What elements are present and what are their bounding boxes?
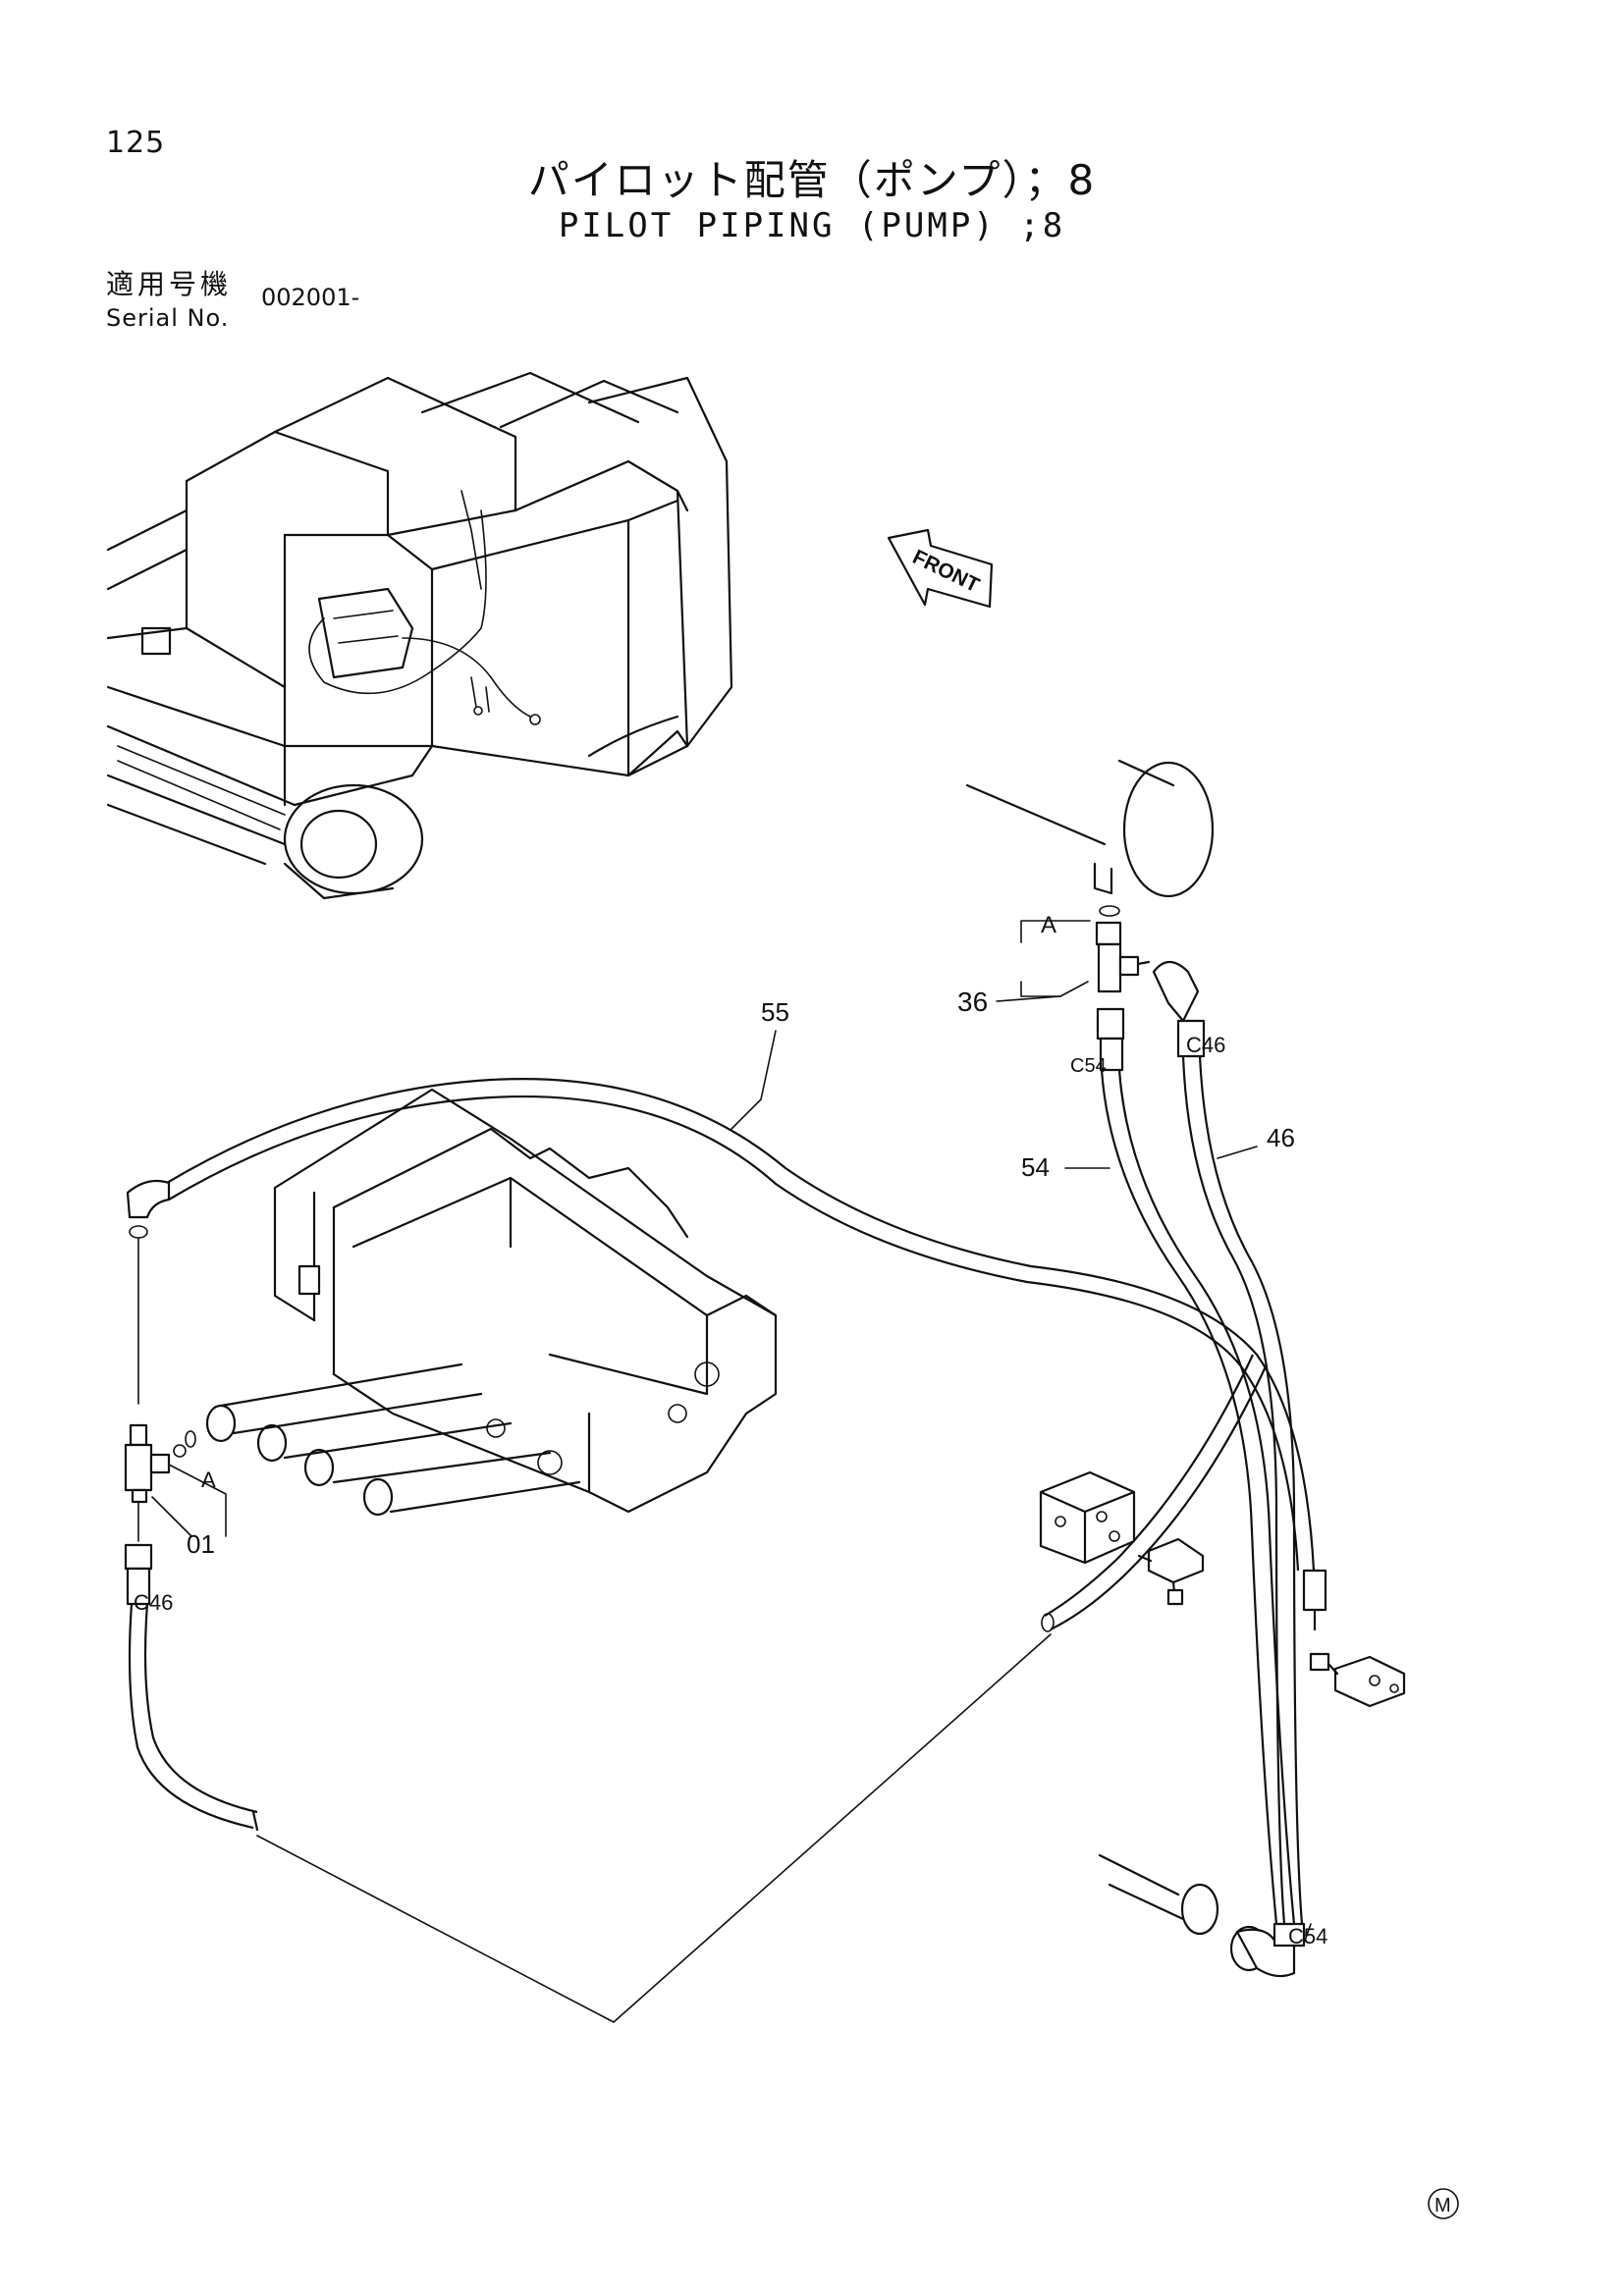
page-title-japanese: パイロット配管（ポンプ）；8 — [527, 156, 1097, 204]
hose-46-right — [1181, 1055, 1306, 1945]
control-valve-body — [205, 1088, 778, 1517]
connection-leader-lines — [256, 1633, 1312, 2023]
page-title-english: PILOT PIPING (PUMP) ;8 — [558, 206, 1066, 245]
callout-55: 55 — [761, 997, 789, 1027]
serial-label-english: Serial No. — [106, 304, 230, 332]
mark-label: M — [1435, 2195, 1451, 2216]
front-direction-arrow: FRONT — [887, 528, 994, 609]
callout-01: 01 — [187, 1529, 215, 1559]
callout-c54-bottom: C54 — [1288, 1924, 1327, 1949]
serial-label-japanese: 適用号機 — [106, 268, 233, 300]
serial-number-range: 002001- — [261, 284, 360, 311]
front-arrow-label: FRONT — [909, 546, 983, 597]
callout-c54-top: C54 — [1070, 1055, 1107, 1077]
callout-54: 54 — [1021, 1152, 1050, 1182]
page-number: 125 — [106, 126, 166, 160]
callout-36: 36 — [957, 987, 988, 1017]
excavator-overview-illustration — [106, 371, 733, 900]
bottom-pump-port — [1098, 1853, 1306, 1978]
callout-c46-top: C46 — [1186, 1033, 1225, 1057]
hose-46-left — [128, 1603, 259, 1832]
circled-m-mark: M — [1428, 2188, 1459, 2219]
callout-a-left: A — [201, 1468, 216, 1492]
callout-c46-left: C46 — [134, 1590, 173, 1615]
callout-labels: A 36 C54 C46 54 46 55 A 01 C46 C54 — [134, 912, 1327, 1949]
hose-55 — [166, 1078, 1327, 1632]
callout-a-top: A — [1041, 912, 1056, 938]
pump-cylinder — [965, 759, 1215, 898]
left-fitting-assembly — [124, 1179, 196, 1606]
pilot-valve-blocks — [1039, 1470, 1406, 1708]
callout-46: 46 — [1267, 1123, 1295, 1152]
hose-54 — [1100, 1069, 1296, 1925]
top-fitting-assembly — [1095, 905, 1206, 1072]
